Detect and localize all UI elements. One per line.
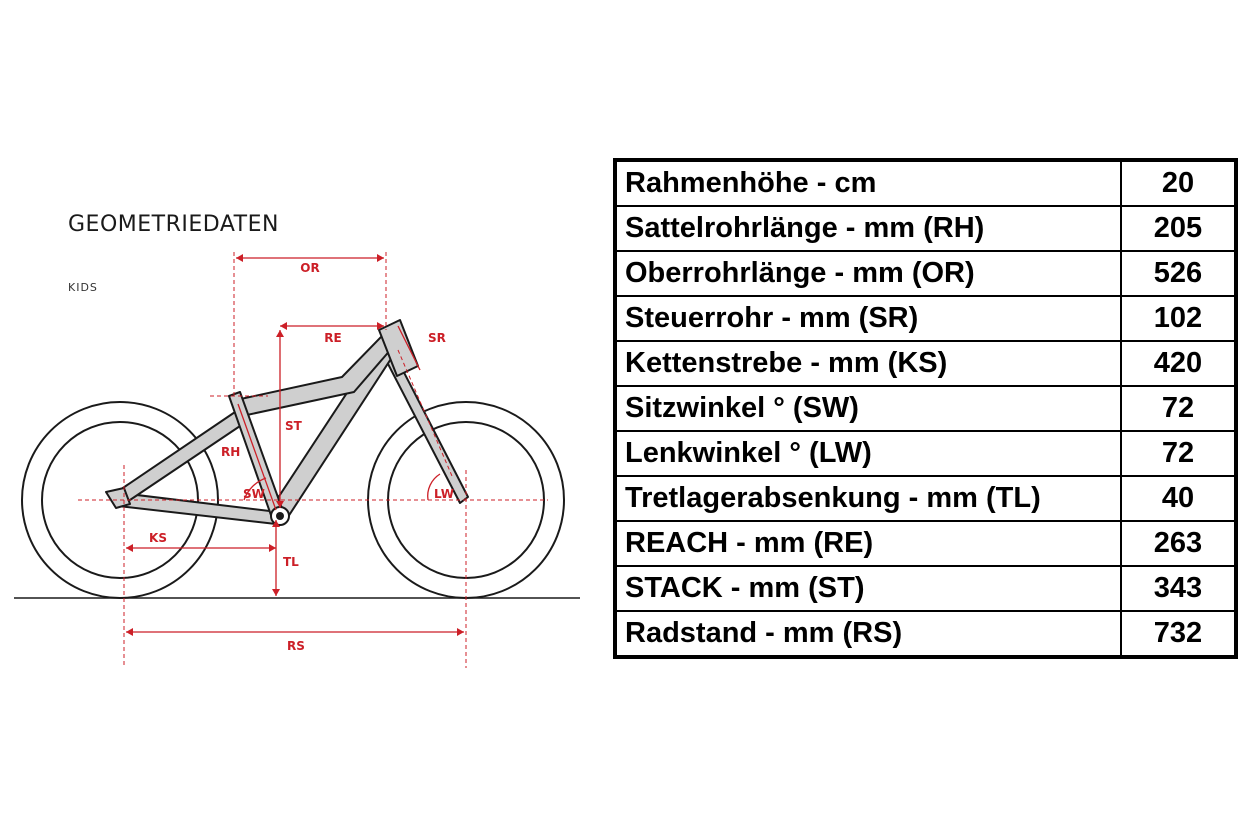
row-label: Rahmenhöhe - cm [614, 159, 1122, 207]
label-or: OR [300, 261, 319, 275]
reference-lines [78, 252, 548, 668]
row-value: 102 [1120, 295, 1237, 342]
label-tl: TL [283, 555, 299, 569]
row-value: 732 [1120, 610, 1237, 658]
row-value: 72 [1120, 385, 1237, 432]
dimension-or: OR [236, 254, 384, 275]
geometry-table: Rahmenhöhe - cm 20 Sattelrohrlänge - mm … [613, 158, 1238, 659]
row-label: Kettenstrebe - mm (KS) [614, 340, 1122, 387]
label-ks: KS [149, 531, 167, 545]
table-row: Lenkwinkel ° (LW) 72 [614, 430, 1237, 477]
row-label: Sattelrohrlänge - mm (RH) [614, 205, 1122, 252]
row-value: 205 [1120, 205, 1237, 252]
row-label: REACH - mm (RE) [614, 520, 1122, 567]
label-rs: RS [287, 639, 305, 653]
row-value: 420 [1120, 340, 1237, 387]
table-row: Oberrohrlänge - mm (OR) 526 [614, 250, 1237, 297]
dimension-rs: RS [126, 628, 464, 653]
row-label: Radstand - mm (RS) [614, 610, 1122, 658]
label-st: ST [285, 419, 303, 433]
dimension-tl: TL [272, 520, 299, 596]
row-label: Tretlagerabsenkung - mm (TL) [614, 475, 1122, 522]
table-row: Tretlagerabsenkung - mm (TL) 40 [614, 475, 1237, 522]
table-row: Kettenstrebe - mm (KS) 420 [614, 340, 1237, 387]
diagram-title: GEOMETRIEDATEN [68, 212, 279, 237]
row-label: Steuerrohr - mm (SR) [614, 295, 1122, 342]
row-value: 526 [1120, 250, 1237, 297]
row-value: 263 [1120, 520, 1237, 567]
row-label: Lenkwinkel ° (LW) [614, 430, 1122, 477]
label-rh: RH [221, 445, 240, 459]
table-row: REACH - mm (RE) 263 [614, 520, 1237, 567]
label-re: RE [324, 331, 341, 345]
table-row: Steuerrohr - mm (SR) 102 [614, 295, 1237, 342]
dimension-sr: SR [397, 325, 446, 371]
bike-geometry-diagram: OR RE SR ST RH SW LW KS TL [14, 252, 580, 668]
label-sr: SR [428, 331, 446, 345]
table-row: Rahmenhöhe - cm 20 [614, 159, 1237, 207]
table-row: STACK - mm (ST) 343 [614, 565, 1237, 612]
row-value: 72 [1120, 430, 1237, 477]
row-value: 40 [1120, 475, 1237, 522]
row-value: 20 [1120, 159, 1237, 207]
dimension-re: RE [280, 322, 384, 345]
angle-sw: SW [243, 477, 267, 501]
diagram-subtitle: KIDS [68, 281, 98, 294]
row-label: Sitzwinkel ° (SW) [614, 385, 1122, 432]
table-row: Sattelrohrlänge - mm (RH) 205 [614, 205, 1237, 252]
table-row: Sitzwinkel ° (SW) 72 [614, 385, 1237, 432]
angle-lw: LW [427, 473, 454, 501]
label-lw: LW [434, 487, 454, 501]
row-label: Oberrohrlänge - mm (OR) [614, 250, 1122, 297]
dimension-rh: RH [221, 403, 277, 511]
row-label: STACK - mm (ST) [614, 565, 1122, 612]
row-value: 343 [1120, 565, 1237, 612]
dimension-st: ST [276, 330, 303, 508]
label-sw: SW [243, 487, 265, 501]
table-row: Radstand - mm (RS) 732 [614, 610, 1237, 658]
dimension-ks: KS [126, 531, 276, 552]
